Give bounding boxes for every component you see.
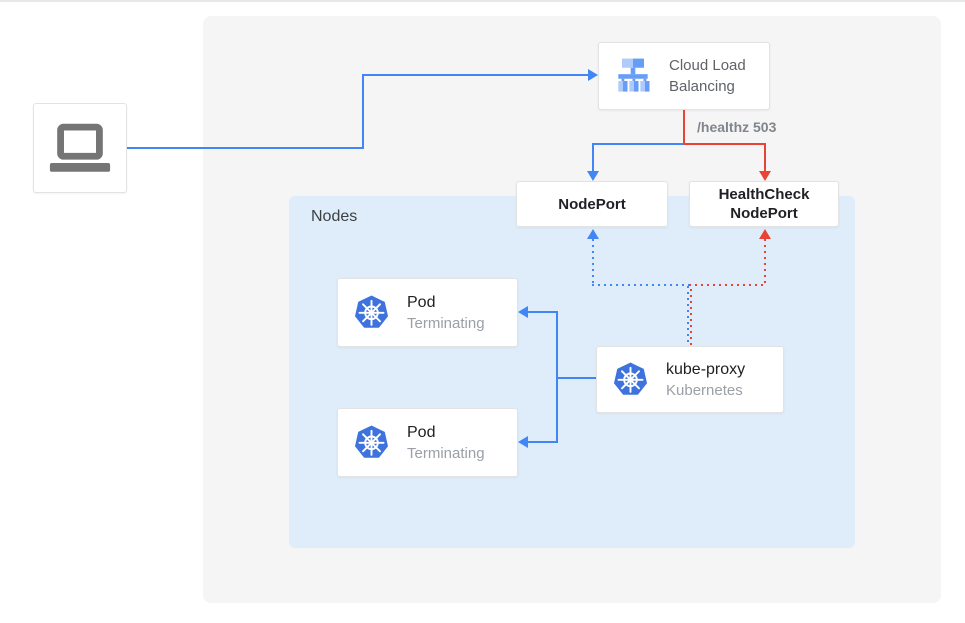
dotted-segment-red [689, 284, 766, 286]
edge-segment [127, 147, 364, 149]
arrowhead-right [588, 69, 598, 81]
healthcheck-label-line1: HealthCheck [718, 186, 810, 203]
nodeport-label: NodePort [558, 195, 626, 213]
edge-segment [528, 441, 557, 443]
nodes-panel-label: Nodes [311, 208, 358, 225]
dotted-segment-blue [592, 284, 689, 286]
clb-label-line1: Cloud Load [669, 57, 746, 74]
arrowhead-up-blue [587, 229, 599, 239]
edge-segment-blue [592, 143, 685, 145]
pod2-title: Pod [407, 423, 436, 441]
edge-segment-red [683, 143, 766, 145]
pod2-status: Terminating [407, 444, 485, 462]
pod1-title: Pod [407, 293, 436, 311]
dotted-segment-blue [687, 286, 689, 346]
healthcheck-label-line2: NodePort [730, 205, 798, 222]
clb-label: Cloud Load Balancing [669, 55, 746, 97]
kube-proxy-title: kube-proxy [666, 360, 746, 378]
kubernetes-icon [353, 424, 390, 461]
edge-segment-red [683, 110, 685, 145]
edge-segment [556, 311, 558, 443]
healthcheck-nodeport-node: HealthCheck NodePort [689, 181, 839, 227]
arrowhead-down-red [759, 171, 771, 181]
dotted-segment-red [764, 239, 766, 285]
edge-segment [557, 377, 596, 379]
edge-segment-red [764, 143, 766, 171]
kube-proxy-node: kube-proxy Kubernetes [596, 346, 784, 413]
arrowhead-left-pod1 [518, 306, 528, 318]
healthz-503-label: /healthz 503 [697, 119, 777, 135]
nodeport-node: NodePort [516, 181, 668, 227]
kube-proxy-labels: kube-proxy Kubernetes [666, 359, 745, 401]
dotted-segment-red [690, 289, 692, 346]
pod-node-2: Pod Terminating [337, 408, 518, 477]
pod-node-1: Pod Terminating [337, 278, 518, 347]
arrowhead-down-blue [587, 171, 599, 181]
kubernetes-icon [353, 294, 390, 331]
dotted-segment-blue [592, 239, 594, 285]
pod2-labels: Pod Terminating [407, 422, 485, 464]
top-border-line [0, 0, 965, 2]
client-device [33, 103, 127, 193]
pod1-labels: Pod Terminating [407, 292, 485, 334]
laptop-icon [49, 123, 111, 172]
edge-segment [528, 311, 557, 313]
kubernetes-icon [612, 361, 649, 398]
cloud-load-balancing-node: Cloud Load Balancing [598, 42, 770, 110]
arrowhead-up-red [759, 229, 771, 239]
clb-label-line2: Balancing [669, 78, 735, 95]
kube-proxy-subtitle: Kubernetes [666, 381, 743, 399]
pod1-status: Terminating [407, 314, 485, 332]
load-balancer-icon [618, 58, 650, 92]
edge-segment [362, 74, 364, 149]
edge-segment-blue [592, 143, 594, 171]
arrowhead-left-pod2 [518, 436, 528, 448]
edge-segment [362, 74, 589, 76]
